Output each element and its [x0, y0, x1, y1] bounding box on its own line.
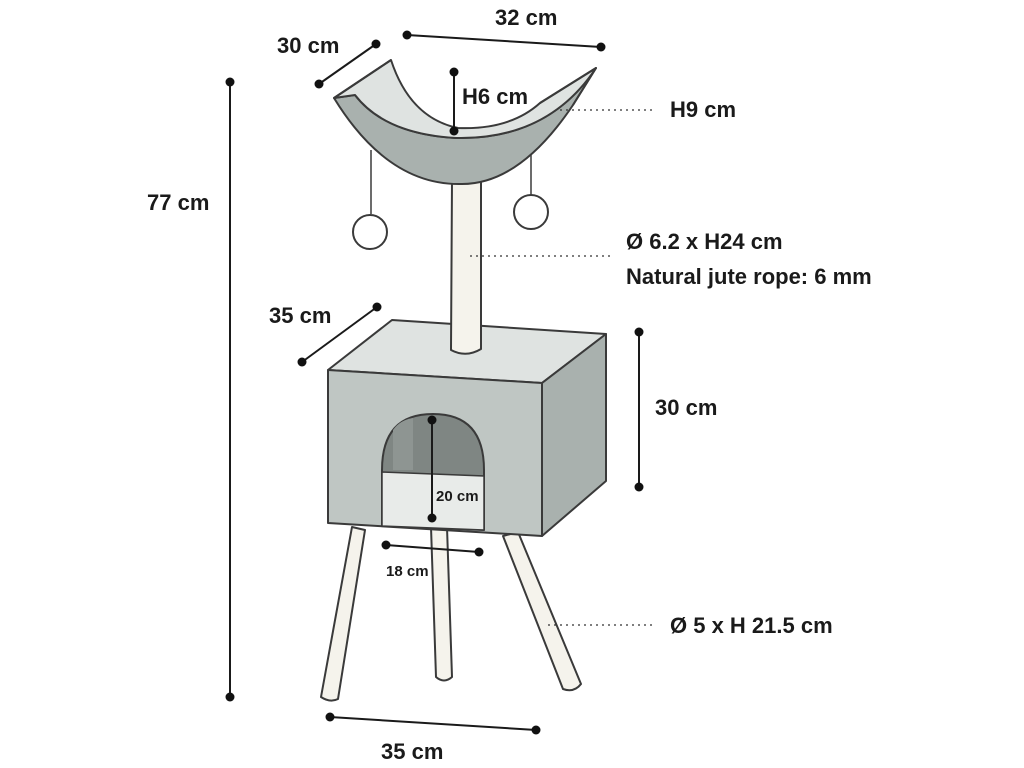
label-door-height: 20 cm	[436, 488, 479, 505]
leg-left	[320, 526, 366, 702]
dimension-lines	[225, 30, 655, 735]
dim-line-door-width	[385, 544, 480, 553]
dim-dot	[402, 30, 412, 40]
label-door-width: 18 cm	[386, 563, 429, 580]
toy-ball-left	[352, 214, 388, 250]
dim-dot	[596, 42, 606, 52]
toy-ball-right	[513, 194, 549, 230]
dimension-labels: 77 cm 30 cm 32 cm H6 cm H9 cm Ø 6.2 x H2…	[147, 5, 872, 764]
dim-dot	[225, 77, 235, 87]
dim-dot	[449, 67, 459, 77]
label-leg-size: Ø 5 x H 21.5 cm	[670, 613, 833, 638]
condo-box	[327, 319, 607, 537]
dim-dot	[325, 712, 335, 722]
label-bowl-inner-height: H6 cm	[462, 84, 528, 109]
label-box-height: 30 cm	[655, 395, 717, 420]
dim-dot	[634, 327, 644, 337]
bowl-bed	[333, 59, 597, 186]
label-bowl-width: 32 cm	[495, 5, 557, 30]
label-box-depth: 35 cm	[269, 303, 331, 328]
dim-dot	[225, 692, 235, 702]
label-post-material: Natural jute rope: 6 mm	[626, 264, 872, 289]
door-interior-wall	[393, 418, 413, 470]
dim-dot	[314, 79, 324, 89]
dim-line-bowl-width	[406, 34, 602, 48]
bowl-rim	[333, 59, 597, 106]
dim-dot	[381, 540, 391, 550]
dim-dot	[371, 39, 381, 49]
dim-line-bowl-depth	[318, 43, 377, 85]
dim-dot	[449, 126, 459, 136]
post	[450, 175, 482, 355]
sisal-post	[450, 175, 482, 355]
dim-dot	[372, 302, 382, 312]
label-post-size: Ø 6.2 x H24 cm	[626, 229, 783, 254]
leg-back	[430, 526, 453, 682]
dim-dot	[297, 357, 307, 367]
dim-dot	[531, 725, 541, 735]
legs	[320, 526, 582, 702]
label-total-height: 77 cm	[147, 190, 209, 215]
label-bowl-depth: 30 cm	[277, 33, 339, 58]
dim-dot	[474, 547, 484, 557]
label-base-width: 35 cm	[381, 739, 443, 764]
leg-right	[502, 531, 582, 692]
dim-dot	[427, 513, 437, 523]
label-bowl-height: H9 cm	[670, 97, 736, 122]
dim-line-base-width	[329, 716, 537, 731]
dim-dot	[427, 415, 437, 425]
dim-dot	[634, 482, 644, 492]
dim-line-box-depth	[301, 306, 378, 363]
